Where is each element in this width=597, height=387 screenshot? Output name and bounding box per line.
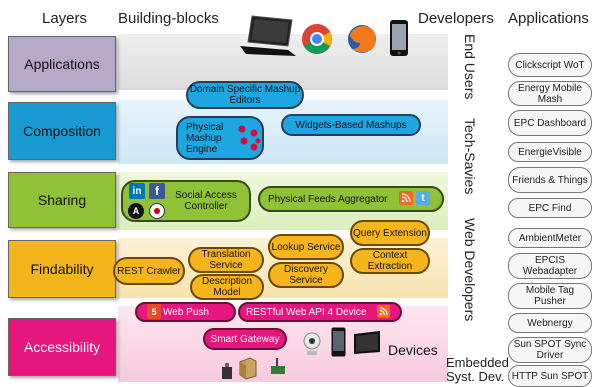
- lookup-service: Lookup Service: [268, 234, 344, 260]
- layer-findability: Findability: [8, 240, 116, 298]
- app-ambientmeter: AmbientMeter: [508, 228, 592, 248]
- layer-sharing: Sharing: [8, 172, 116, 228]
- query-extension: Query Extension: [350, 220, 430, 246]
- feeds-aggregator-label: Physical Feeds Aggregator: [268, 193, 388, 205]
- context-extraction: Context Extraction: [350, 248, 430, 274]
- app-webnergy: Webnergy: [508, 313, 592, 333]
- translation-service: Translation Service: [188, 247, 264, 273]
- layer-composition: Composition: [8, 102, 116, 160]
- app-epcis-webadapter: EPCIS Webadapter: [508, 253, 592, 279]
- physical-mashup-engine: Physical Mashup Engine: [176, 116, 264, 160]
- sensor-icon: [218, 360, 236, 382]
- html5-icon: 5: [147, 304, 161, 319]
- mashup-nodes-icon: [238, 125, 261, 151]
- chrome-icon: [300, 22, 334, 56]
- webcam-icon: [300, 330, 324, 358]
- linkedin-icon: in: [129, 183, 145, 199]
- app-mobile-tag-pusher: Mobile Tag Pusher: [508, 283, 592, 309]
- header-building-blocks: Building-blocks: [118, 10, 219, 27]
- app-epc-dashboard: EPC Dashboard: [508, 110, 592, 136]
- restful-web-api: RESTful Web API 4 Device: [238, 302, 402, 322]
- twitter-icon: t: [416, 191, 430, 205]
- dev-tech-savies: Tech-Savies: [462, 118, 478, 195]
- layer-accessibility: Accessibility: [8, 318, 116, 376]
- physical-mashup-engine-label: Physical Mashup Engine: [186, 121, 224, 155]
- dev-embedded: Embedded Syst. Dev.: [446, 355, 509, 384]
- rss-icon: [377, 305, 390, 318]
- devices-label: Devices: [388, 342, 438, 358]
- firefox-icon: [345, 22, 379, 56]
- domain-mashup-editors: Domain Specific Mashup Editors: [186, 81, 304, 109]
- layer-applications: Applications: [8, 36, 116, 92]
- dev-web-developers: Web Developers: [462, 218, 478, 322]
- rest-crawler: REST Crawler: [113, 257, 185, 285]
- device-phone-icon: [330, 326, 346, 358]
- app-epc-find: EPC Find: [508, 198, 592, 218]
- app-http-sunspot: HTTP Sun SPOT: [508, 365, 592, 387]
- laptop-icon: [238, 14, 298, 58]
- discovery-service: Discovery Service: [268, 262, 344, 288]
- widgets-based-mashups: Widgets-Based Mashups: [281, 114, 421, 136]
- facebook-icon: f: [149, 183, 165, 199]
- header-developers: Developers: [418, 10, 494, 27]
- description-model: Description Model: [190, 274, 264, 300]
- header-layers: Layers: [42, 10, 88, 27]
- social-circle-icon: [149, 203, 165, 219]
- physical-feeds-aggregator: Physical Feeds Aggregator: [258, 186, 444, 212]
- header-applications: Applications: [508, 10, 589, 27]
- app-energievisible: EnergieVisible: [508, 142, 592, 162]
- display-icon: [352, 330, 382, 356]
- app-friends-things: Friends & Things: [508, 167, 592, 193]
- app-a-icon: A: [128, 203, 144, 219]
- sunspot-icon: [268, 356, 288, 378]
- phone-icon: [388, 18, 410, 58]
- dev-end-users: End Users: [462, 34, 478, 100]
- app-sunspot-sync: Sun SPOT Sync Driver: [508, 337, 592, 363]
- rss-icon: [399, 191, 413, 205]
- smart-gateway: Smart Gateway: [203, 328, 287, 350]
- box-icon: [238, 356, 258, 380]
- app-energy-mobile: Energy Mobile Mash: [508, 81, 592, 106]
- social-access-label: Social Access Controller: [175, 190, 237, 212]
- app-clickscript: Clickscript WoT: [508, 53, 592, 77]
